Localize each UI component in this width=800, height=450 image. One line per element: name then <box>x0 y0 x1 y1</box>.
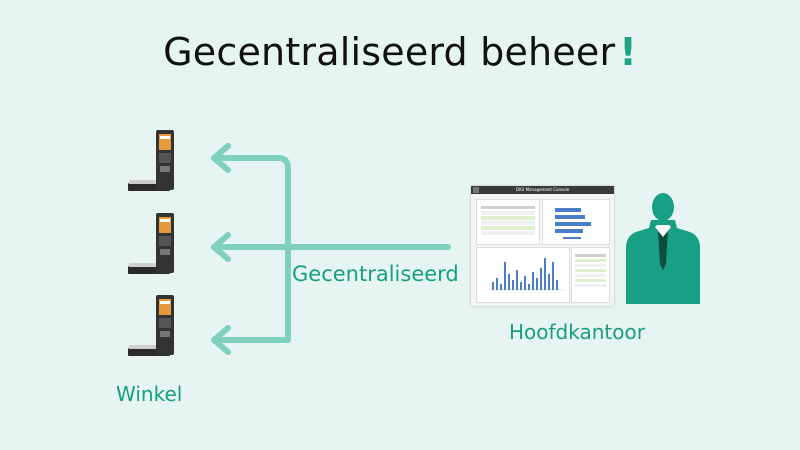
console-vbar-panel <box>476 247 570 303</box>
scale-icon <box>128 295 174 356</box>
person-icon <box>626 193 700 304</box>
label-centralized: Gecentraliseerd <box>292 262 459 286</box>
console-table-panel <box>476 199 540 245</box>
console-summary-panel <box>571 247 610 303</box>
menu-icon <box>473 187 479 193</box>
console-titlebar: DIGI Management Console <box>471 186 614 194</box>
title-exclamation: ! <box>619 30 637 74</box>
scale-icon <box>128 130 174 191</box>
page-title: Gecentraliseerd beheer! <box>0 30 800 74</box>
console-hbar-chart <box>555 208 591 239</box>
title-text: Gecentraliseerd beheer <box>163 30 616 74</box>
console-title: DIGI Management Console <box>515 187 570 192</box>
arrow-icon <box>211 143 451 355</box>
console-table <box>481 206 535 235</box>
label-store: Winkel <box>116 382 183 406</box>
label-head-office: Hoofdkantoor <box>509 320 645 344</box>
console-hbar-panel <box>542 199 610 245</box>
console-summary-table <box>575 254 606 287</box>
scale-icon <box>128 213 174 274</box>
management-console: DIGI Management Console <box>471 186 614 306</box>
console-vbar-chart <box>489 258 565 291</box>
